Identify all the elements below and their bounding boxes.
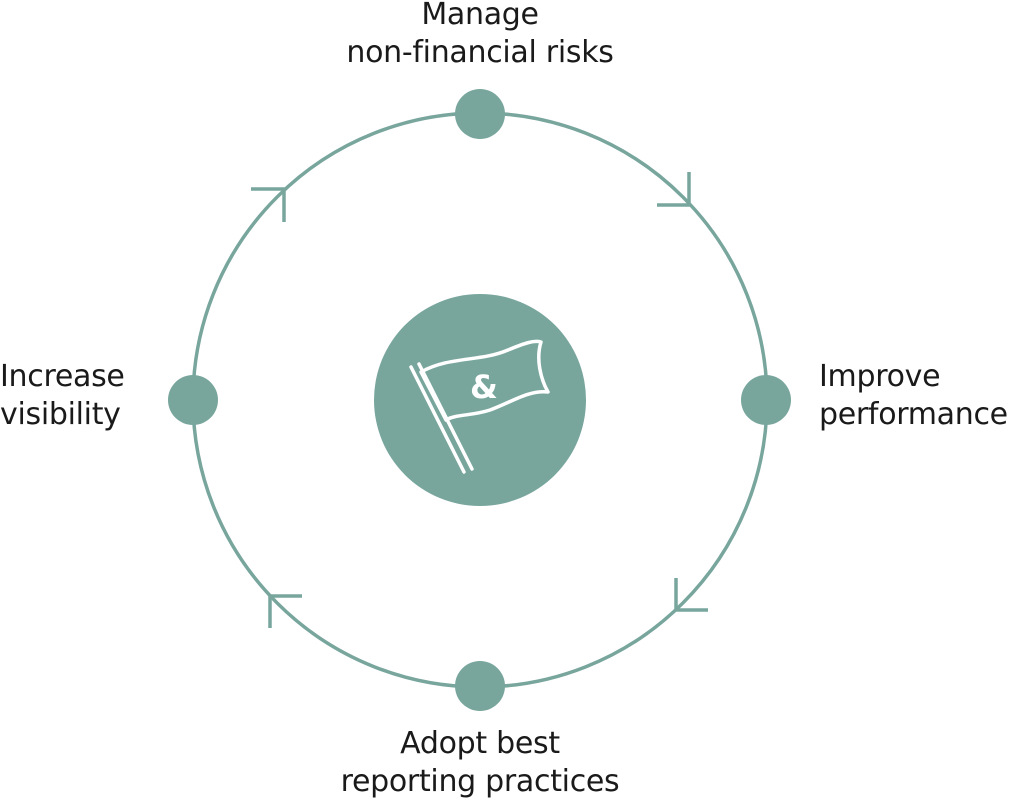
label-top-line2: non-financial risks	[346, 35, 614, 70]
label-right-line2: performance	[819, 397, 1008, 432]
label-top-line1: Manage	[421, 0, 539, 32]
flag-ampersand: &	[470, 368, 498, 406]
label-bottom-line2: reporting practices	[340, 764, 620, 799]
arrow-bottom-right-icon	[674, 578, 708, 612]
label-increase-visibility: Increase visibility	[0, 358, 125, 434]
arrow-top-right-icon	[657, 172, 691, 207]
center-badge	[374, 294, 586, 506]
label-manage-risks: Manage non-financial risks	[280, 0, 680, 72]
node-top	[455, 89, 505, 139]
node-left	[168, 375, 218, 425]
label-left-line2: visibility	[0, 397, 121, 432]
label-adopt-best-practices: Adopt best reporting practices	[280, 725, 680, 801]
flag-icon	[409, 339, 550, 474]
arrow-bottom-left-icon	[268, 594, 302, 628]
node-right	[741, 375, 791, 425]
label-left-line1: Increase	[0, 359, 125, 394]
arrow-top-left-icon	[251, 187, 286, 222]
label-improve-performance: Improve performance	[819, 358, 1008, 434]
label-right-line1: Improve	[819, 359, 941, 394]
node-bottom	[455, 661, 505, 711]
label-bottom-line1: Adopt best	[400, 726, 560, 761]
